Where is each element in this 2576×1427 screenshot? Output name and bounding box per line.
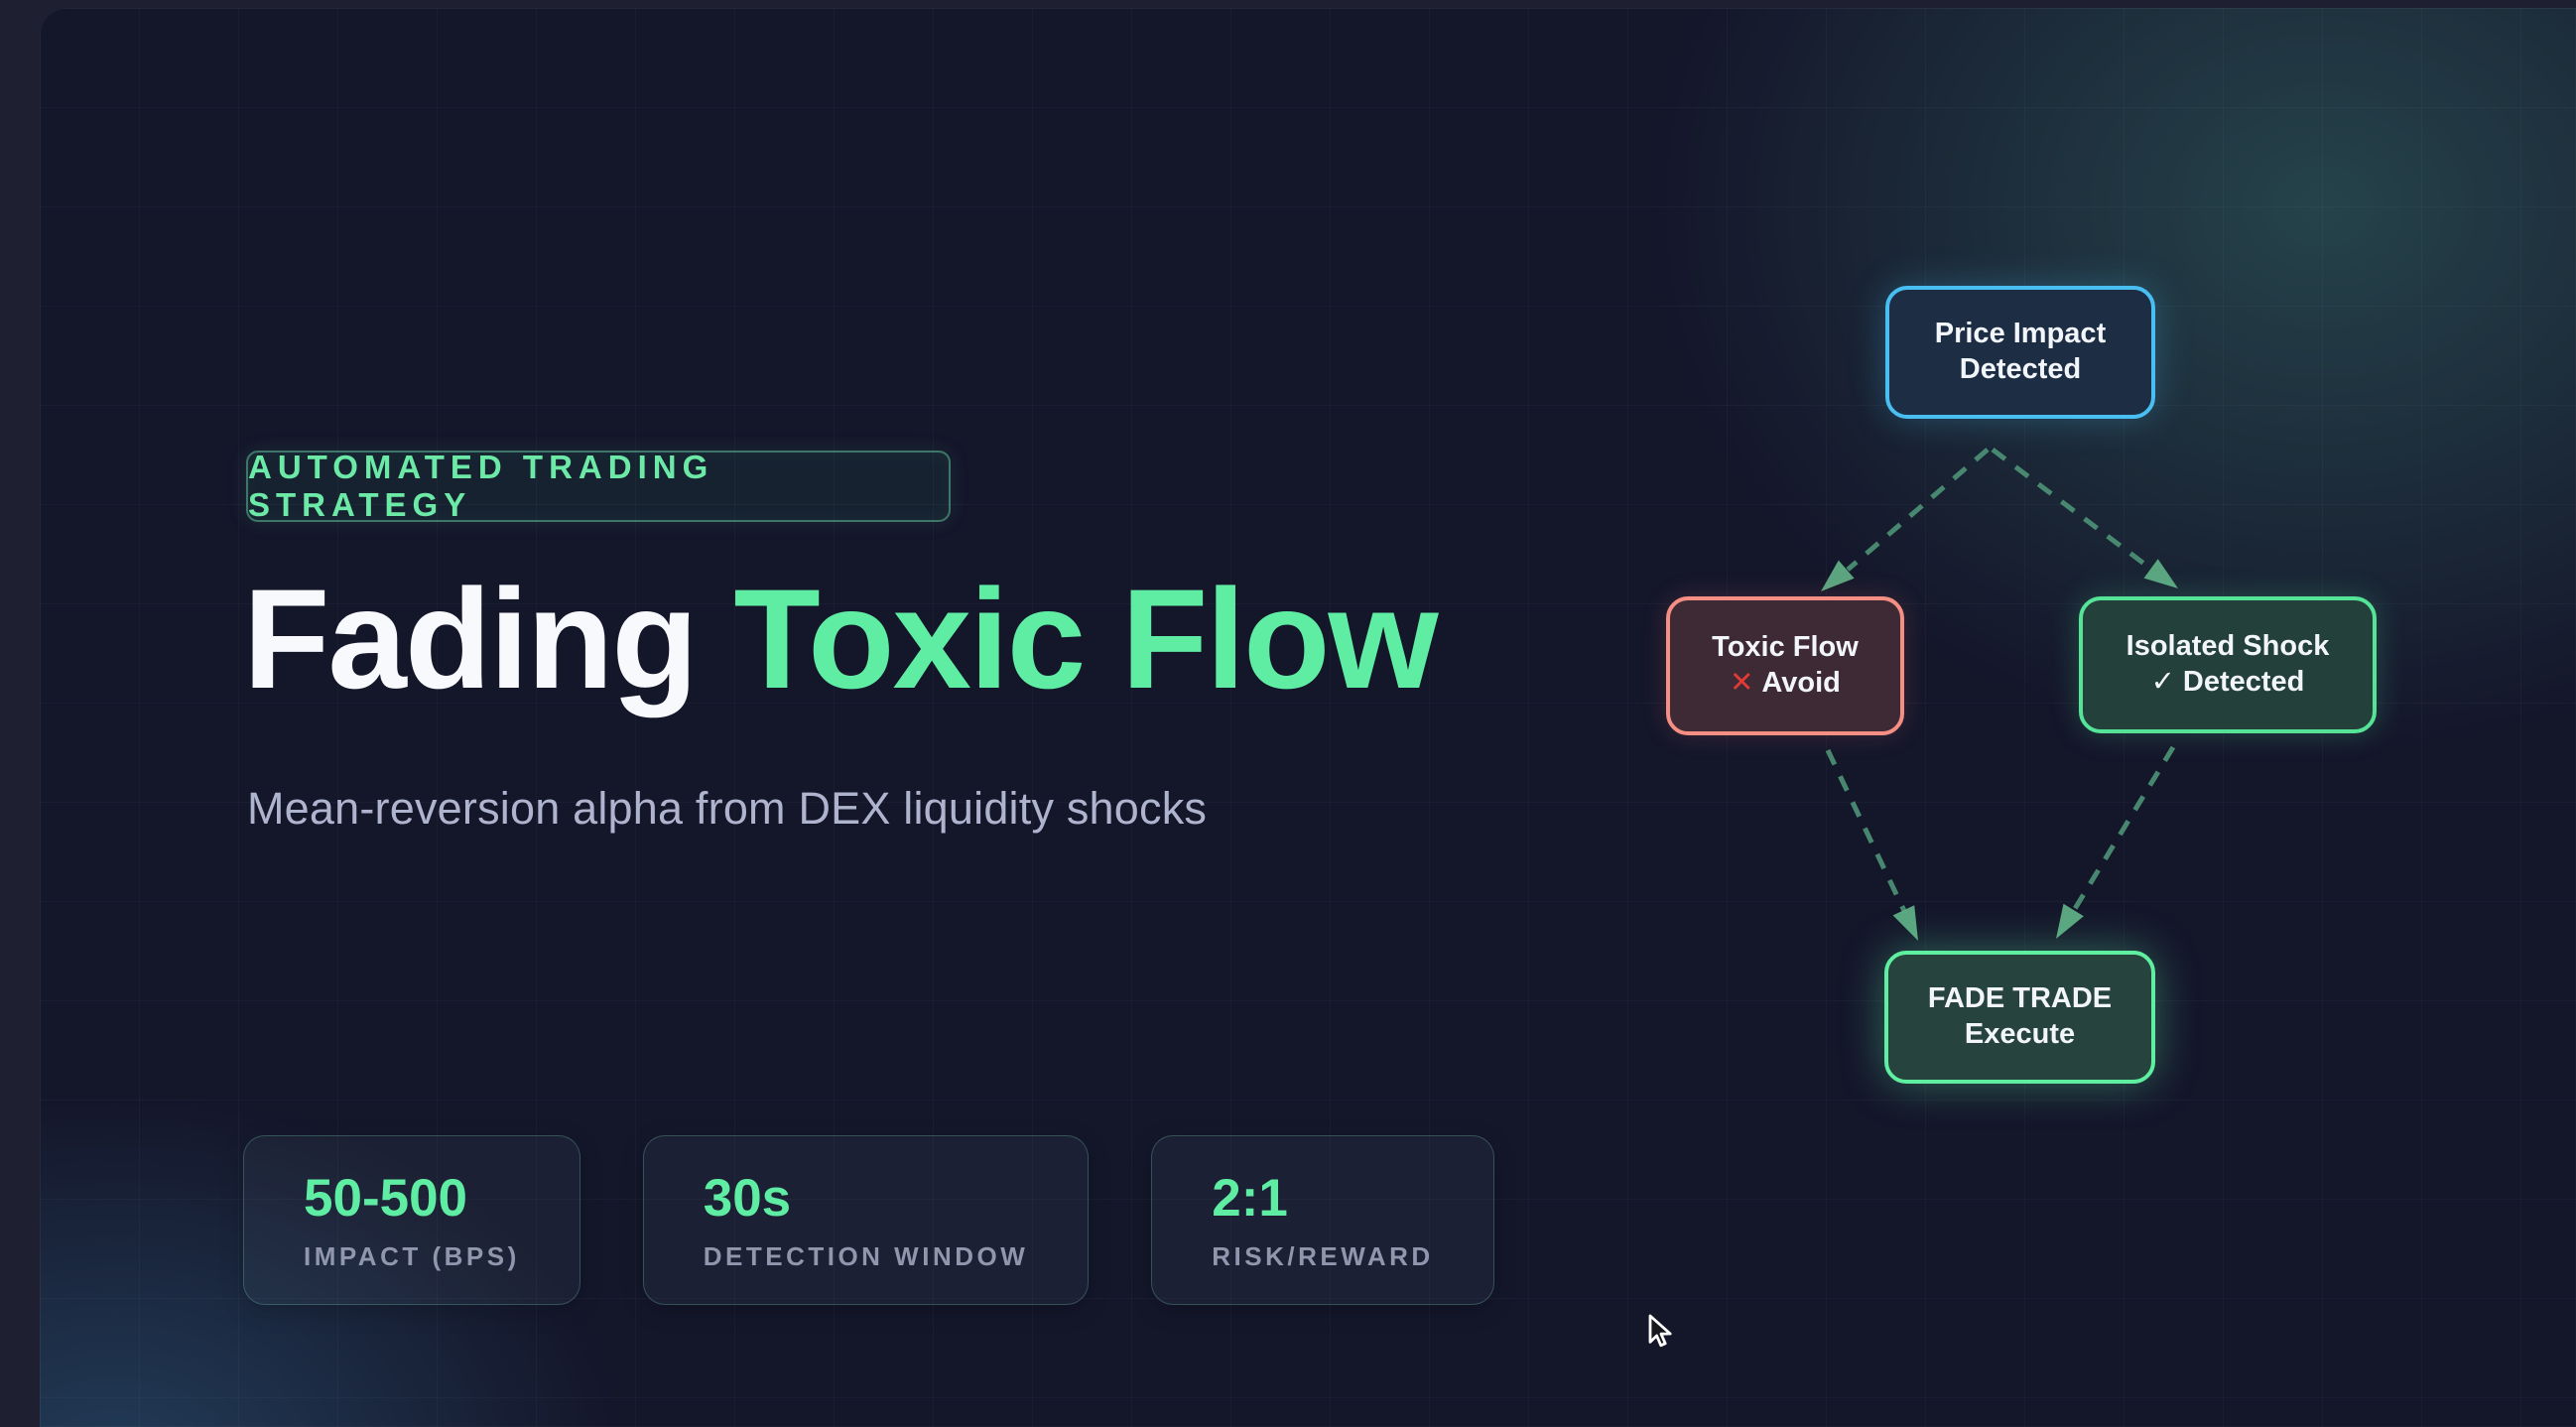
stat-value: 30s: [703, 1169, 792, 1228]
node-fade-trade: FADE TRADE Execute: [1884, 951, 2155, 1084]
node-line2: Execute: [1964, 1018, 2076, 1050]
node-isolated-shock: Isolated Shock ✓Detected: [2079, 596, 2377, 733]
dashed-arrow-right-to-bottom: [2067, 745, 2176, 919]
dashed-arrow-top-to-left: [1846, 448, 1990, 572]
node-price-impact: Price Impact Detected: [1885, 286, 2155, 419]
title-word-toxic-flow: Toxic Flow: [733, 561, 1438, 718]
stat-value: 50-500: [304, 1169, 468, 1228]
arrowhead: [2056, 903, 2084, 939]
arrowhead: [1892, 905, 1918, 941]
strategy-badge: AUTOMATED TRADING STRATEGY: [246, 449, 951, 523]
stat-card-impact: 50-500 IMPACT (BPS): [243, 1135, 580, 1305]
node-line2: Detected: [1959, 353, 2082, 385]
strategy-badge-label: AUTOMATED TRADING STRATEGY: [248, 449, 714, 523]
stat-label: DETECTION WINDOW: [703, 1241, 1029, 1272]
stat-label: RISK/REWARD: [1212, 1241, 1434, 1272]
title-word-fading: Fading: [243, 561, 699, 718]
x-icon: ✕: [1730, 667, 1754, 699]
node-line1: FADE TRADE: [1927, 982, 2113, 1015]
page-title: Fading Toxic Flow: [243, 565, 1439, 714]
node-toxic-flow: Toxic Flow ✕Avoid: [1666, 596, 1904, 735]
stat-card-risk-reward: 2:1 RISK/REWARD: [1151, 1135, 1494, 1305]
node-line1: Price Impact: [1934, 318, 2107, 350]
node-line2-text: Detected: [2182, 666, 2305, 698]
stat-label: IMPACT (BPS): [304, 1241, 520, 1272]
mouse-cursor-icon: [1648, 1314, 1672, 1348]
node-line1: Toxic Flow: [1712, 631, 1859, 664]
slide-panel: AUTOMATED TRADING STRATEGY Fading Toxic …: [40, 8, 2576, 1427]
dashed-arrow-left-to-bottom: [1825, 748, 1908, 915]
stats-row: 50-500 IMPACT (BPS) 30s DETECTION WINDOW…: [243, 1135, 1494, 1305]
check-icon: ✓: [2150, 666, 2175, 698]
page-subtitle: Mean-reversion alpha from DEX liquidity …: [247, 783, 1208, 834]
dashed-arrow-top-to-right: [1991, 448, 2155, 573]
node-line2-text: Avoid: [1761, 667, 1841, 699]
node-line2: ✕Avoid: [1730, 666, 1841, 702]
node-line2: ✓Detected: [2151, 665, 2305, 701]
stat-card-detection-window: 30s DETECTION WINDOW: [642, 1135, 1090, 1305]
stat-value: 2:1: [1212, 1169, 1288, 1228]
arrowhead: [1821, 560, 1855, 591]
arrowhead: [2143, 559, 2178, 588]
node-line1: Isolated Shock: [2125, 630, 2330, 663]
